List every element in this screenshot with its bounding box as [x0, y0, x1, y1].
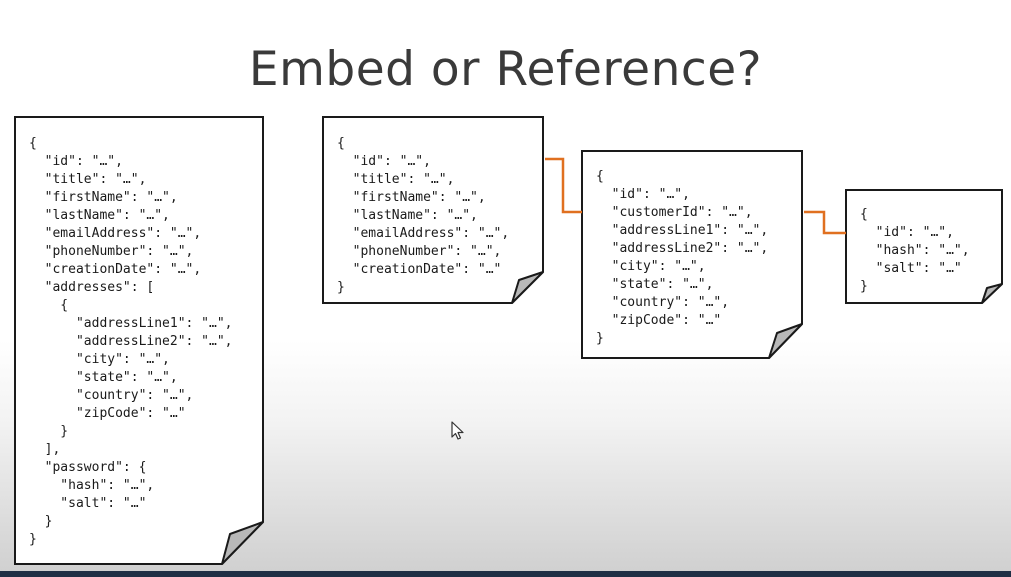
- embedded-document-card: { "id": "…", "title": "…", "firstName": …: [14, 116, 266, 566]
- customer-document-card: { "id": "…", "title": "…", "firstName": …: [322, 116, 546, 306]
- mouse-cursor-icon: [451, 421, 464, 440]
- customer-address-connector: [545, 157, 582, 214]
- password-document-card: { "id": "…", "hash": "…", "salt": "…" }: [845, 189, 1005, 306]
- slide-title: Embed or Reference?: [248, 42, 763, 97]
- customer-document-json: { "id": "…", "title": "…", "firstName": …: [337, 136, 510, 295]
- document-frame: [845, 189, 1003, 304]
- embedded-document-json: { "id": "…", "title": "…", "firstName": …: [29, 136, 233, 547]
- address-password-connector: [804, 210, 846, 235]
- address-document-json: { "id": "…", "customerId": "…", "address…: [596, 169, 769, 346]
- document-frame: [581, 150, 803, 359]
- bottom-bar: [0, 571, 1011, 577]
- password-document-json: { "id": "…", "hash": "…", "salt": "…" }: [860, 207, 970, 294]
- address-document-card: { "id": "…", "customerId": "…", "address…: [581, 150, 805, 361]
- document-frame: [322, 116, 544, 304]
- document-frame: [14, 116, 264, 565]
